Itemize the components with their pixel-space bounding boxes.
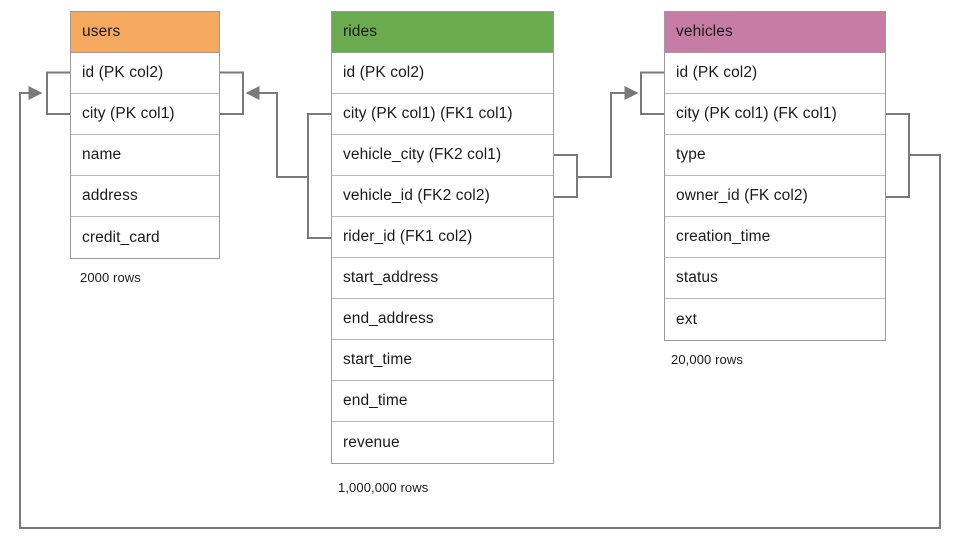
fk1-connector-rides-to-users bbox=[245, 86, 308, 178]
rides-left-bracket bbox=[307, 113, 331, 239]
table-vehicles-header: vehicles bbox=[665, 12, 885, 53]
fk2-connector-rides-to-vehicles bbox=[577, 86, 639, 178]
table-vehicles-column-type[interactable]: type bbox=[665, 135, 885, 176]
table-rides-column-id[interactable]: id (PK col2) bbox=[332, 53, 553, 94]
vehicles-left-bracket bbox=[640, 71, 664, 115]
table-users-column-city[interactable]: city (PK col1) bbox=[71, 94, 219, 135]
vehicles-right-bracket bbox=[886, 113, 910, 198]
table-rides-column-vehicle-city[interactable]: vehicle_city (FK2 col1) bbox=[332, 135, 553, 176]
table-rides[interactable]: rides id (PK col2) city (PK col1) (FK1 c… bbox=[331, 11, 554, 464]
table-rides-column-end-address[interactable]: end_address bbox=[332, 299, 553, 340]
table-users-column-id[interactable]: id (PK col2) bbox=[71, 53, 219, 94]
table-rides-header: rides bbox=[332, 12, 553, 53]
table-users-header: users bbox=[71, 12, 219, 53]
table-users-column-credit-card[interactable]: credit_card bbox=[71, 217, 219, 258]
table-vehicles-column-status[interactable]: status bbox=[665, 258, 885, 299]
table-vehicles-column-ext[interactable]: ext bbox=[665, 299, 885, 340]
table-vehicles-column-city[interactable]: city (PK col1) (FK col1) bbox=[665, 94, 885, 135]
table-rides-column-revenue[interactable]: revenue bbox=[332, 422, 553, 463]
table-vehicles-row-count: 20,000 rows bbox=[671, 352, 743, 367]
rides-right-bracket bbox=[554, 154, 578, 198]
table-users-column-name[interactable]: name bbox=[71, 135, 219, 176]
table-vehicles-column-id[interactable]: id (PK col2) bbox=[665, 53, 885, 94]
table-rides-column-start-time[interactable]: start_time bbox=[332, 340, 553, 381]
table-rides-column-vehicle-id[interactable]: vehicle_id (FK2 col2) bbox=[332, 176, 553, 217]
table-vehicles[interactable]: vehicles id (PK col2) city (PK col1) (FK… bbox=[664, 11, 886, 341]
users-left-bracket bbox=[46, 71, 70, 115]
table-rides-column-rider-id[interactable]: rider_id (FK1 col2) bbox=[332, 217, 553, 258]
table-rides-column-end-time[interactable]: end_time bbox=[332, 381, 553, 422]
table-vehicles-column-creation-time[interactable]: creation_time bbox=[665, 217, 885, 258]
table-rides-column-city[interactable]: city (PK col1) (FK1 col1) bbox=[332, 94, 553, 135]
table-vehicles-column-owner-id[interactable]: owner_id (FK col2) bbox=[665, 176, 885, 217]
table-rides-row-count: 1,000,000 rows bbox=[338, 480, 429, 495]
table-users[interactable]: users id (PK col2) city (PK col1) name a… bbox=[70, 11, 220, 259]
table-users-column-address[interactable]: address bbox=[71, 176, 219, 217]
users-right-bracket bbox=[220, 71, 244, 115]
table-users-row-count: 2000 rows bbox=[80, 270, 141, 285]
table-rides-column-start-address[interactable]: start_address bbox=[332, 258, 553, 299]
